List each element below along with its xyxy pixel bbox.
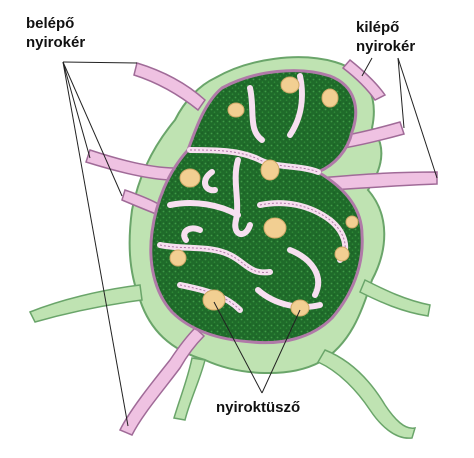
germinal-center <box>179 168 201 188</box>
germinal-centers <box>169 76 359 317</box>
germinal-center <box>169 249 187 267</box>
cortex <box>149 69 364 345</box>
germinal-center <box>260 159 280 181</box>
label-afferent-line2: nyirokér <box>26 34 86 51</box>
germinal-center <box>280 76 300 94</box>
label-follicle: nyiroktüsző <box>216 399 301 416</box>
germinal-center <box>227 102 245 118</box>
connective-strands <box>28 278 431 439</box>
label-efferent-vessel: kilépő nyirokér <box>356 18 415 56</box>
label-efferent-line1: kilépő <box>356 19 400 36</box>
germinal-center <box>263 217 287 239</box>
label-afferent-line1: belépő <box>26 15 75 32</box>
germinal-center <box>202 289 226 311</box>
leader-lines <box>62 57 438 427</box>
afferent-vessels <box>85 62 206 436</box>
label-afferent-vessel: belépő nyirokér <box>26 14 85 52</box>
label-efferent-line2: nyirokér <box>356 38 416 55</box>
sinus-edges <box>159 149 346 311</box>
germinal-center <box>345 215 359 229</box>
germinal-center <box>334 246 350 262</box>
germinal-center <box>321 88 339 108</box>
germinal-center <box>290 299 310 317</box>
